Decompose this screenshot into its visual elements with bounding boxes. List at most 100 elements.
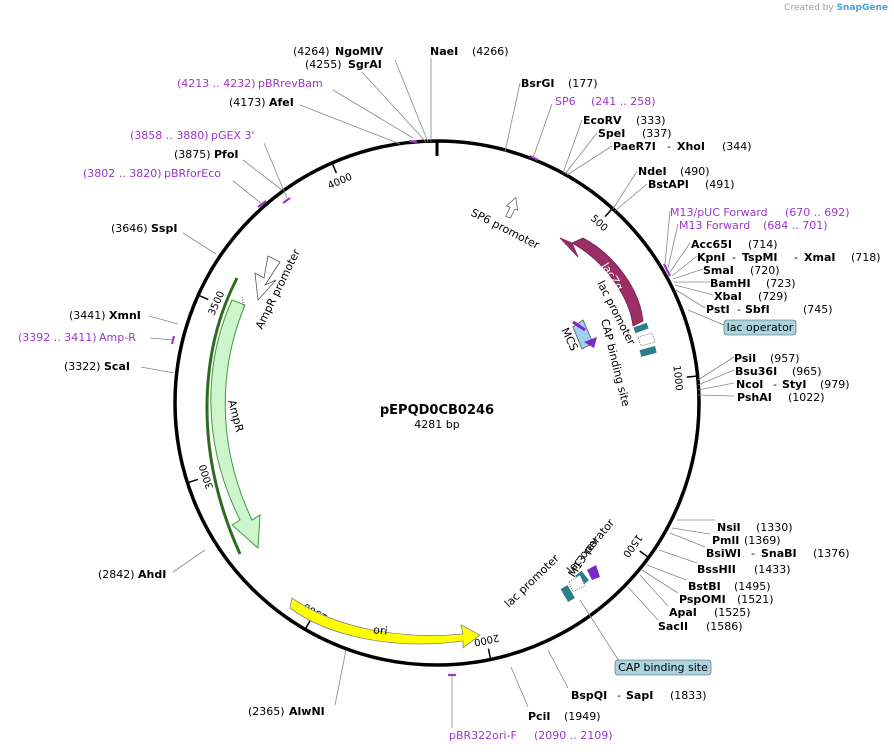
site-pos: (4266) [472,45,509,58]
tick-mark [188,478,199,484]
primer-name: M13 Forward [679,219,750,232]
leader-kpni [671,255,698,277]
created-by-text: Created by [784,3,834,13]
site-label: XmaI [804,251,835,264]
site-label: SnaBI [761,547,797,560]
site-sep: - [732,251,736,264]
site-pos: (344) [722,140,752,153]
site-label: TspMI [742,251,778,264]
site-label: PfoI [214,148,239,161]
site-pos: (718) [851,251,881,264]
primer-mark-m13 [663,263,671,277]
tick-label: 1500 [620,532,644,559]
site-pos: (4264) [293,45,330,58]
site-pos: (177) [568,77,598,90]
site-label: SgrAI [348,58,382,71]
site-label: BamHI [710,277,751,290]
primer-range: (3802 .. 3820) [83,167,162,180]
snapgene-watermark: Created by SnapGene [784,3,888,13]
primer-mark-sp6 [529,155,539,161]
site-label: PmlI [712,534,739,547]
site-label: NcoI [736,378,763,391]
leader-ndei [612,170,638,210]
ampr-dotted-mark [241,296,245,309]
leader-spei [564,132,598,175]
site-label: Acc65I [691,238,732,251]
site-label: PspOMI [679,593,726,606]
site-pos: (4255) [305,58,342,71]
site-pos: (2365) [248,705,285,718]
lac-operator-box [723,319,797,336]
leader-ampr-primer [149,337,174,341]
tick-mark [686,375,697,378]
tick-mark [639,550,649,558]
leader-ahdi [172,549,206,573]
sp6-promoter-arrow [505,196,519,219]
site-pos: (337) [642,127,672,140]
tick-mark [487,648,492,659]
site-label: KpnI [697,251,725,264]
site-pos: (723) [766,277,796,290]
site-pos: (3875) [174,148,211,161]
primer-name: pGEX 3' [211,129,255,142]
site-label: NgoMIV [335,45,384,58]
site-label: SapI [626,689,653,702]
site-label: BsrGI [521,77,554,90]
leader-smai [672,268,704,280]
primer-range: (684 .. 701) [763,219,828,232]
lac-promoter-bottom-mark [568,574,586,593]
site-label: PciI [528,710,550,723]
leader-psii [697,356,735,381]
leader-alwni [334,649,347,706]
site-label: SspI [151,222,177,235]
cap-bottom-mark [560,585,575,603]
leader-apai [639,574,669,607]
site-pos: (729) [758,290,788,303]
site-sep: - [751,547,755,560]
ori-label: ori [373,623,389,637]
site-label: NdeI [638,165,667,178]
site-pos: (1369) [744,534,781,547]
lac-promoter-top-mark [637,332,656,347]
site-label: BsiWI [706,547,741,560]
primer-range: (2090 .. 2109) [534,729,613,742]
leader-sacii [627,586,659,621]
primer-range: (3858 .. 3880) [130,129,209,142]
site-pos: (1022) [788,391,825,404]
leader-ncoi [697,382,735,391]
mcs-primer-mark [572,320,586,332]
primer-name: pBRrevBam [258,77,323,90]
site-pos: (1525) [714,606,751,619]
cap-binding-box [614,659,712,676]
leader-paer7i [566,145,613,176]
leader-bsu36i [697,369,735,386]
site-label: PaeR7I [613,140,656,153]
leader-ecorv [562,119,583,174]
site-pos: (1833) [670,689,707,702]
primer-labels: (4213 .. 4232) pBRrevBam (3858 .. 3880) … [18,77,850,742]
site-label: ScaI [104,360,130,373]
ampr-orf-line [205,277,242,555]
enzyme-labels: NaeI (4266) (4264) NgoMIV (4255) SgrAI (… [64,45,881,723]
site-label: SbfI [745,303,770,316]
leader-m13-forward [667,223,679,269]
leader-pgex3 [263,142,288,199]
ampr-arrow [210,299,261,550]
site-label: NaeI [430,45,458,58]
leader-afei [299,104,401,145]
site-pos: (714) [748,238,778,251]
tick-mark [304,619,312,629]
leader-pshai [697,394,735,397]
leader-sgrai [361,71,427,143]
site-pos: (1495) [734,580,771,593]
leader-xmni [148,315,179,325]
site-pos: (333) [636,114,666,127]
ampr-label: AmpR [225,398,246,433]
plasmid-size: 4281 bp [414,418,459,431]
leader-m13puc [664,210,671,265]
site-label: PshAI [737,391,772,404]
site-label: NsiI [717,521,741,534]
lac-operator-leader [687,309,725,326]
primer-range: (3392 .. 3411) [18,331,97,344]
primer-name: M13/pUC Forward [670,206,768,219]
